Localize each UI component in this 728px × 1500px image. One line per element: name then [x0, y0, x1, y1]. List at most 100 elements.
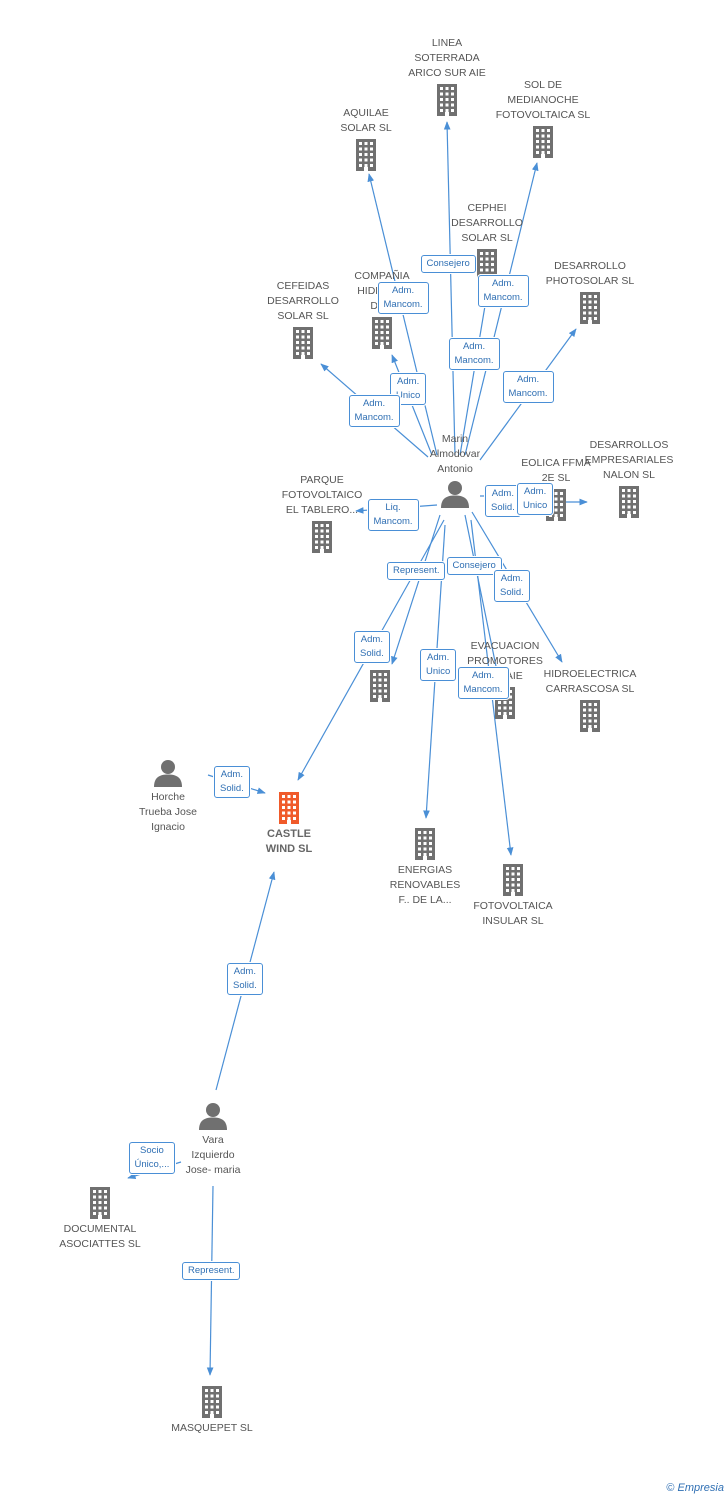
- company-node-hidden_a[interactable]: ...A: [325, 653, 435, 702]
- edge-marin-to-compania: [391, 354, 433, 456]
- edge-role-label[interactable]: Adm.Solid.: [227, 963, 263, 995]
- edge-role-line: Mancom.: [383, 299, 423, 310]
- node-label-line: CEPHEI: [467, 202, 507, 214]
- edge-role-line: Adm.: [362, 398, 386, 409]
- person-icon: [400, 480, 510, 508]
- edge-role-line: Solid.: [491, 502, 515, 513]
- node-label-line: HIDROELECTRICA: [543, 668, 637, 680]
- node-label-line: SOLAR SL: [340, 122, 392, 134]
- company-node-eolica[interactable]: EOLICA FFMA 2E SL: [501, 457, 611, 521]
- edge-role-label[interactable]: Consejero: [420, 255, 476, 273]
- edge-role-label[interactable]: Adm.Solid.: [494, 570, 530, 602]
- company-node-masquepet[interactable]: MASQUEPET SL: [157, 1386, 267, 1436]
- company-node-photosolar[interactable]: DESARROLLO PHOTOSOLAR SL: [535, 260, 645, 324]
- edge-role-label[interactable]: Adm.Solid.: [485, 485, 521, 517]
- node-label-line: Marin: [441, 433, 469, 445]
- node-label-line: CEFEIDAS: [276, 280, 330, 292]
- node-label-line: MASQUEPET SL: [171, 1422, 253, 1434]
- node-label: HIDROELECTRICA CARRASCOSA SL: [535, 667, 645, 697]
- node-label-line: MEDIANOCHE: [507, 94, 579, 106]
- node-label-line: SOLAR SL: [277, 310, 329, 322]
- node-label-line: CASTLE: [267, 828, 311, 840]
- edge-role-label[interactable]: Adm.Solid.: [214, 766, 250, 798]
- node-label-line: 2E SL: [541, 472, 571, 484]
- copyright-symbol: ©: [666, 1482, 675, 1494]
- node-label-line: SOTERRADA: [414, 52, 480, 64]
- person-icon: [113, 759, 223, 787]
- edge-marin-to-aquilae: [367, 173, 438, 456]
- edge-role-label[interactable]: Adm.Mancom.: [457, 667, 509, 699]
- company-node-carrascosa[interactable]: HIDROELECTRICA CARRASCOSA SL: [535, 668, 645, 732]
- edge-role-line: Unico: [523, 500, 548, 511]
- edge-role-line: Adm.: [500, 573, 523, 584]
- building-icon: [157, 1386, 267, 1418]
- node-label-line: LINEA: [431, 37, 463, 49]
- building-icon: [327, 317, 437, 349]
- edge-role-line: Adm.: [391, 285, 415, 296]
- edge-role-label[interactable]: Adm.Solid.: [354, 631, 390, 663]
- node-label-line: EMPRESARIALES: [584, 454, 674, 466]
- node-label-line: AQUILAE: [343, 107, 389, 119]
- edge-marin-to-linea: [443, 121, 456, 456]
- edge-role-label[interactable]: Adm. Unico: [420, 649, 457, 681]
- node-label-line: DESARROLLOS: [589, 439, 669, 451]
- node-label-line: DOCUMENTAL: [63, 1223, 137, 1235]
- edge-role-line: Unico: [426, 666, 451, 677]
- edge-vara-to-masquepet: [206, 1185, 214, 1376]
- node-label: MASQUEPET SL: [157, 1421, 267, 1436]
- node-label-line: COMPAÑIA: [354, 270, 410, 282]
- edge-role-line: Adm.: [516, 374, 540, 385]
- edge-role-label[interactable]: Adm. Unico: [517, 483, 554, 515]
- edge-role-label[interactable]: Represent.: [182, 1262, 241, 1280]
- node-label-line: DESARROLLO: [554, 260, 626, 272]
- edge-role-label[interactable]: Adm.Mancom.: [348, 395, 400, 427]
- building-icon: [325, 670, 435, 702]
- edge-role-line: Represent.: [188, 1265, 235, 1276]
- footer-brand: ©Empresia: [666, 1482, 724, 1494]
- edge-role-line: Adm.: [524, 486, 547, 497]
- edge-role-label[interactable]: Adm.Mancom.: [477, 275, 529, 307]
- edge-role-label[interactable]: Represent.: [387, 562, 446, 580]
- company-node-aquilae[interactable]: AQUILAE SOLAR SL: [311, 107, 421, 171]
- node-label-line: EOLICA FFMA: [521, 457, 591, 469]
- building-icon: [370, 828, 480, 860]
- edge-role-line: Mancom.: [454, 355, 494, 366]
- edge-role-label[interactable]: Consejero: [446, 557, 502, 575]
- node-label-line: Horche: [151, 791, 185, 803]
- edge-role-label[interactable]: Adm. Mancom.: [377, 282, 429, 314]
- building-icon: [234, 792, 344, 824]
- edge-role-line: Mancom.: [483, 292, 523, 303]
- edge-role-label[interactable]: Liq.Mancom.: [367, 499, 419, 531]
- node-label-line: Vara: [202, 1134, 224, 1146]
- node-label-line: ENERGIAS: [397, 864, 453, 876]
- node-label-line: FOTOVOLTAICA SL: [495, 109, 591, 121]
- edge-role-line: Adm.: [427, 652, 450, 663]
- node-label-line: CARRASCOSA SL: [545, 683, 635, 695]
- node-label-line: FOTOVOLTAICO: [281, 489, 363, 501]
- edge-role-label[interactable]: Adm.Mancom.: [448, 338, 500, 370]
- node-label-line: F.. DE LA...: [398, 894, 452, 906]
- building-icon: [458, 864, 568, 896]
- node-label-line: PHOTOSOLAR SL: [545, 275, 635, 287]
- edge-role-label[interactable]: Adm.Mancom.: [502, 371, 554, 403]
- brand-name: Empresia: [677, 1482, 724, 1494]
